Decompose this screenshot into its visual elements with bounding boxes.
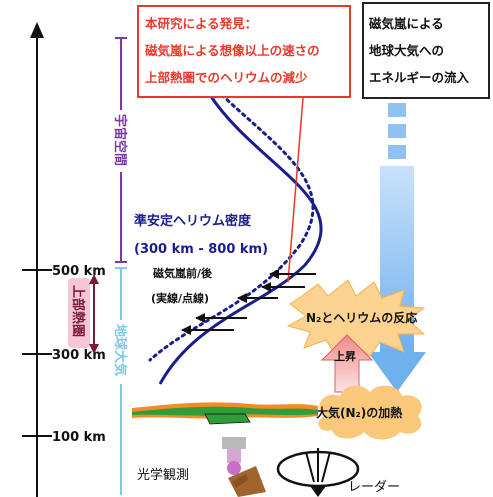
upper-thermosphere-label: 上部熱圏 (70, 285, 86, 337)
helium-density-profiles (148, 93, 323, 385)
finding-line-1: 本研究による発見： (145, 16, 258, 31)
radar-dish-icon (276, 448, 360, 497)
tick-label-100: 100 km (52, 430, 106, 445)
finding-line-2: 磁気嵐による想像以上の速さの (145, 43, 320, 58)
altitude-axis: 500 km 300 km 100 km (22, 22, 106, 497)
finding-line-3: 上部熱圏でのヘリウムの減少 (145, 70, 308, 85)
heating-cloud: 大気(N₂)の加熱 (316, 385, 422, 440)
profile-before-storm (158, 94, 323, 385)
rise-arrow: 上昇 (320, 334, 374, 393)
rise-label: 上昇 (334, 349, 356, 363)
density-shift-arrows (181, 269, 316, 335)
earth-atmosphere-label: 地球大気 (112, 324, 128, 376)
tick-label-500: 500 km (52, 264, 106, 279)
energy-inflow-box: 磁気嵐による 地球大気への エネルギーの流入 (362, 2, 490, 99)
energy-line-3: エネルギーの流入 (369, 70, 470, 85)
optical-label: 光学観測 (137, 467, 189, 483)
earth-atmosphere-bracket: 地球大気 (111, 267, 131, 495)
helium-density-title: 準安定ヘリウム密度 (134, 213, 252, 229)
reaction-label: N₂とヘリウムの反応 (306, 310, 417, 325)
storm-label: 磁気嵐前/後 (153, 266, 213, 280)
aurora-layer (132, 402, 318, 425)
profile-after-storm (148, 93, 315, 362)
energy-line-2: 地球大気への (369, 43, 445, 58)
space-label: 宇宙空間 (112, 114, 128, 166)
finding-pointer (287, 97, 304, 283)
space-region-bracket: 宇宙空間 (111, 37, 131, 263)
optical-instrument-icon (222, 437, 266, 497)
radar-label: レーダー (348, 480, 400, 495)
tick-label-300: 300 km (52, 348, 106, 363)
reaction-burst: N₂とヘリウムの反応 (286, 279, 426, 357)
energy-line-1: 磁気嵐による (369, 16, 444, 31)
upper-thermosphere-marker: 上部熱圏 (68, 274, 99, 354)
heating-label: 大気(N₂)の加熱 (316, 405, 402, 420)
finding-box: 本研究による発見： 磁気嵐による想像以上の速さの 上部熱圏でのヘリウムの減少 (137, 5, 351, 98)
helium-density-range: (300 km - 800 km) (134, 242, 268, 257)
line-style-label: (実線/点線) (151, 291, 209, 305)
